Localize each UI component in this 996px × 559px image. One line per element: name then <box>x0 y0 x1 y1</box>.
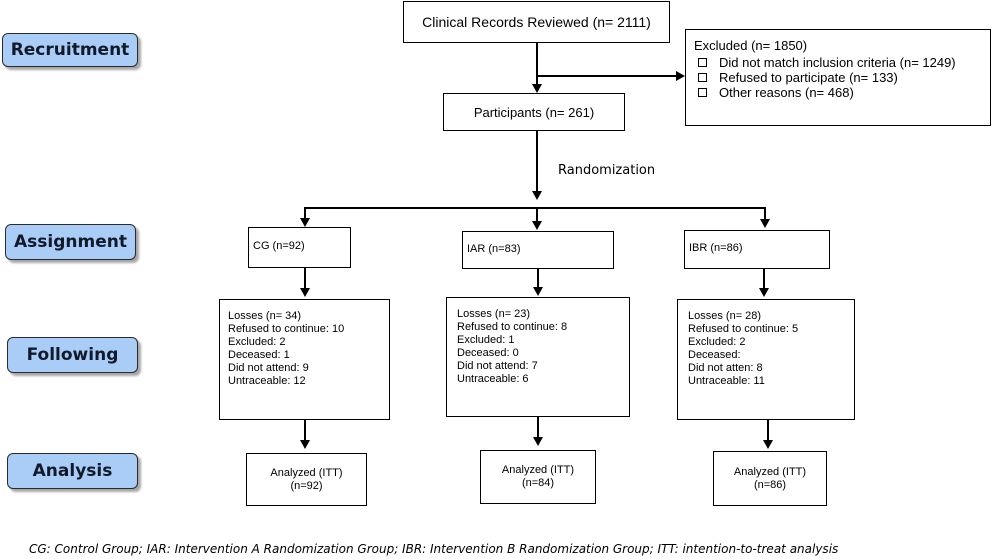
analyzed-line2: (n=84) <box>521 477 555 489</box>
analyzed-box-iar: Analyzed (ITT) (n=84) <box>480 450 596 504</box>
connector-line <box>537 269 539 287</box>
arrow-down-icon <box>532 84 542 93</box>
arrow-down-icon <box>533 437 543 446</box>
connector-line <box>537 75 676 77</box>
analyzed-box-cg: Analyzed (ITT) (n=92) <box>246 453 367 506</box>
arrow-right-icon <box>676 71 685 81</box>
participants-box: Participants (n= 261) <box>443 93 625 131</box>
checkbox-square-icon <box>698 73 707 82</box>
stage-following: Following <box>7 337 138 373</box>
losses-line: Did not attend: 7 <box>457 360 538 372</box>
connector-line <box>304 268 306 288</box>
connector-line <box>764 207 766 219</box>
connector-line <box>304 420 306 440</box>
connector-line <box>763 269 765 288</box>
losses-line: Deceased: <box>688 349 741 361</box>
assign-text: IAR (n=83) <box>467 243 521 255</box>
analyzed-line1: Analyzed (ITT) <box>501 464 575 476</box>
excluded-box: Excluded (n= 1850) Did not match inclusi… <box>685 29 991 126</box>
losses-line: Deceased: 0 <box>457 347 519 359</box>
connector-line <box>767 420 769 440</box>
losses-box-cg: Losses (n= 34) Refused to continue: 10 E… <box>219 299 390 420</box>
losses-box-iar: Losses (n= 23) Refused to continue: 8 Ex… <box>446 297 630 417</box>
connector-line <box>304 207 306 218</box>
losses-line: Refused to continue: 5 <box>688 323 799 335</box>
losses-box-ibr: Losses (n= 28) Refused to continue: 5 Ex… <box>677 299 855 420</box>
stage-assignment: Assignment <box>5 224 136 260</box>
excluded-item: Refused to participate (n= 133) <box>686 70 990 85</box>
arrow-down-icon <box>300 218 310 227</box>
losses-line: Refused to continue: 10 <box>228 323 345 335</box>
analyzed-line2: (n=92) <box>290 479 323 492</box>
connector-line <box>537 417 539 437</box>
connector-line <box>304 207 766 209</box>
excluded-item-text: Other reasons (n= 468) <box>719 85 854 100</box>
records-text: Clinical Records Reviewed (n= 2111) <box>422 14 651 30</box>
losses-line: Did not atten: 8 <box>688 362 763 374</box>
arrow-down-icon <box>533 287 543 296</box>
assign-box-iar: IAR (n=83) <box>462 231 614 269</box>
checkbox-square-icon <box>698 58 707 67</box>
connector-line <box>536 43 538 84</box>
losses-line: Excluded: 1 <box>457 334 515 346</box>
excluded-item-text: Refused to participate (n= 133) <box>719 70 898 85</box>
excluded-title: Excluded (n= 1850) <box>694 38 808 53</box>
analyzed-line2: (n=86) <box>753 478 787 491</box>
assign-box-cg: CG (n=92) <box>248 227 351 268</box>
losses-line: Losses (n= 23) <box>457 308 531 320</box>
losses-line: Losses (n= 34) <box>228 310 302 322</box>
randomization-label: Randomization <box>558 163 656 178</box>
analyzed-line1: Analyzed (ITT) <box>733 465 807 478</box>
losses-line: Untraceable: 6 <box>457 373 529 385</box>
stage-analysis-label: Analysis <box>32 461 113 481</box>
arrow-down-icon <box>300 288 310 297</box>
excluded-item-text: Did not match inclusion criteria (n= 124… <box>719 55 956 70</box>
arrow-down-icon <box>300 440 310 449</box>
assign-text: CG (n=92) <box>253 240 305 252</box>
losses-line: Deceased: 1 <box>228 349 290 361</box>
losses-line: Untraceable: 12 <box>228 375 306 387</box>
footnote: CG: Control Group; IAR: Intervention A R… <box>29 542 839 556</box>
connector-line <box>536 207 538 221</box>
losses-line: Did not attend: 9 <box>228 362 309 374</box>
arrow-down-icon <box>760 219 770 228</box>
records-box: Clinical Records Reviewed (n= 2111) <box>403 1 670 43</box>
participants-text: Participants (n= 261) <box>473 104 595 120</box>
losses-line: Losses (n= 28) <box>688 310 762 322</box>
analyzed-box-ibr: Analyzed (ITT) (n=86) <box>713 451 827 506</box>
stage-recruitment: Recruitment <box>2 33 138 67</box>
analyzed-line1: Analyzed (ITT) <box>270 466 343 479</box>
stage-analysis: Analysis <box>7 453 138 489</box>
checkbox-square-icon <box>698 88 707 97</box>
excluded-item: Other reasons (n= 468) <box>686 85 990 100</box>
arrow-down-icon <box>532 191 542 200</box>
losses-line: Refused to continue: 8 <box>457 321 568 333</box>
losses-line: Excluded: 2 <box>228 336 286 348</box>
connector-line <box>536 131 538 192</box>
stage-assignment-label: Assignment <box>14 232 127 252</box>
stage-following-label: Following <box>26 345 119 365</box>
assign-text: IBR (n=86) <box>689 242 743 254</box>
arrow-down-icon <box>759 288 769 297</box>
arrow-down-icon <box>532 221 542 230</box>
stage-recruitment-label: Recruitment <box>10 40 130 60</box>
excluded-item: Did not match inclusion criteria (n= 124… <box>686 55 990 70</box>
assign-box-ibr: IBR (n=86) <box>684 230 830 269</box>
arrow-down-icon <box>763 440 773 449</box>
losses-line: Untraceable: 11 <box>688 375 765 387</box>
losses-line: Excluded: 2 <box>688 336 746 348</box>
excluded-list: Did not match inclusion criteria (n= 124… <box>686 55 990 100</box>
